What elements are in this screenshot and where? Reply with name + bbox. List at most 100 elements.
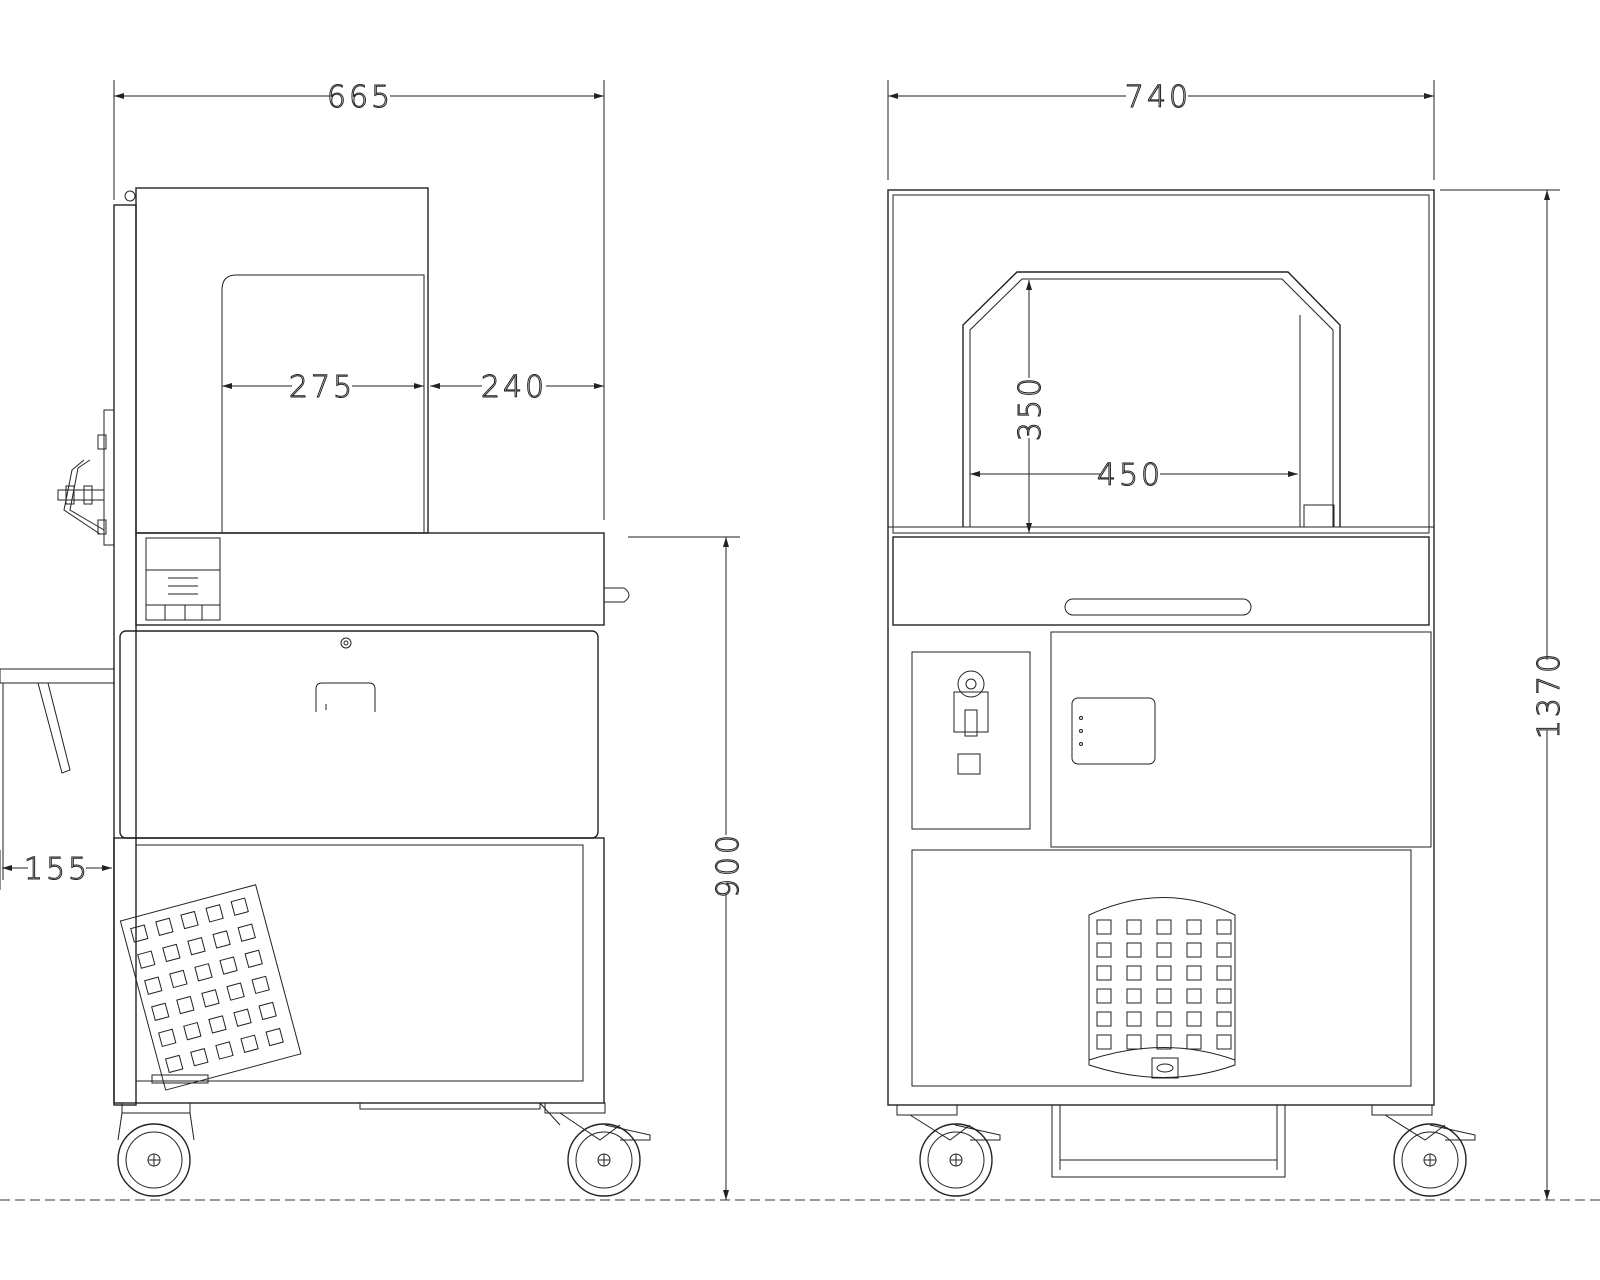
basket-hole — [1216, 965, 1232, 981]
side-lower-frame — [113, 837, 605, 1104]
basket-hole — [190, 1048, 209, 1067]
basket-hole — [205, 904, 224, 923]
basket-hole — [258, 1001, 277, 1021]
basket-hole — [233, 1008, 252, 1027]
side-foot-bar — [359, 1102, 541, 1110]
dim-table-height: 900 — [711, 832, 746, 898]
dim-front-offset: 240 — [481, 370, 547, 405]
side-recess-handle — [315, 682, 376, 712]
side-wheel-back — [117, 1102, 195, 1197]
dim-opening-depth: 275 — [289, 370, 355, 405]
side-basket — [119, 884, 302, 1091]
front-drawer-handle — [1064, 598, 1252, 616]
front-label-plate — [957, 753, 981, 775]
front-pedal-frame — [1051, 1104, 1286, 1178]
front-main-switch — [953, 691, 989, 733]
basket-hole — [226, 982, 245, 1001]
dim-shelf-projection: 155 — [24, 852, 90, 887]
basket-hole — [1156, 1011, 1172, 1027]
basket-hole — [1126, 1011, 1142, 1027]
basket-hole — [169, 969, 188, 989]
basket-hole — [219, 956, 238, 975]
front-upper-housing — [892, 194, 1430, 534]
side-eyelet — [124, 190, 136, 202]
front-frame — [887, 189, 1435, 1106]
side-upper-housing — [135, 187, 429, 534]
side-shelf-table — [0, 668, 115, 684]
basket-hole — [1216, 919, 1232, 935]
dim-total-height: 1370 — [1532, 651, 1567, 739]
front-view — [887, 189, 1476, 1197]
side-clamp-bracket — [57, 409, 115, 546]
basket-hole — [130, 924, 149, 943]
basket-hole — [230, 897, 249, 916]
basket-hole — [1186, 919, 1202, 935]
basket-hole — [183, 1021, 202, 1041]
basket-hole — [187, 936, 206, 956]
front-drawer — [892, 536, 1430, 626]
basket-hole — [1156, 965, 1172, 981]
basket-hole — [1186, 1011, 1202, 1027]
basket-hole — [1216, 1011, 1232, 1027]
basket-hole — [1126, 988, 1142, 1004]
front-display-panel — [1071, 697, 1156, 765]
basket-hole — [144, 976, 163, 995]
basket-hole — [1186, 942, 1202, 958]
side-middle-cabinet — [119, 630, 599, 839]
basket-hole — [237, 923, 256, 942]
basket-hole — [180, 910, 199, 930]
basket-hole — [1096, 1034, 1112, 1050]
basket-hole — [1216, 1034, 1232, 1050]
dim-front-width: 740 — [1125, 80, 1191, 115]
front-electrical-door — [1050, 631, 1432, 848]
side-shelf-support — [37, 682, 71, 774]
basket-hole — [1126, 919, 1142, 935]
basket-hole — [1186, 988, 1202, 1004]
basket-hole — [151, 1002, 170, 1021]
dimension-lines — [0, 80, 1560, 1200]
basket-hole — [155, 917, 174, 937]
basket-hole — [1096, 1011, 1112, 1027]
basket-hole — [137, 950, 156, 969]
basket-hole — [251, 975, 270, 995]
basket-hole — [1186, 1034, 1202, 1050]
basket-hole — [158, 1028, 177, 1048]
basket-hole — [201, 989, 220, 1008]
basket-hole — [1186, 965, 1202, 981]
basket-hole — [1096, 965, 1112, 981]
dimension-labels: 665 740 275 240 450 350 900 1370 155 — [23, 80, 1567, 899]
basket-hole — [1096, 942, 1112, 958]
basket-hole — [1216, 942, 1232, 958]
basket-hole — [1156, 1034, 1172, 1050]
side-handle — [604, 587, 630, 603]
basket-hole — [1096, 988, 1112, 1004]
dim-opening-width: 450 — [1097, 458, 1163, 493]
dim-side-width: 665 — [327, 80, 393, 115]
basket-hole — [265, 1027, 284, 1047]
basket-hole — [165, 1054, 184, 1074]
basket-hole — [176, 995, 195, 1015]
basket-hole — [1126, 1034, 1142, 1050]
basket-hole — [1156, 942, 1172, 958]
side-table-block — [135, 532, 605, 626]
basket-hole — [1156, 988, 1172, 1004]
basket-hole — [244, 949, 263, 968]
front-arch — [962, 271, 1341, 527]
basket-hole — [1126, 942, 1142, 958]
side-control-box — [145, 537, 221, 621]
front-wheel-left — [896, 1104, 1001, 1197]
side-view — [0, 187, 651, 1197]
front-strap-guide — [1303, 504, 1335, 528]
basket-hole — [1216, 988, 1232, 1004]
front-wheel-right — [1371, 1104, 1476, 1197]
basket-hole — [240, 1034, 259, 1053]
basket-hole — [194, 963, 213, 982]
basket-hole — [1096, 919, 1112, 935]
basket-hole — [1126, 965, 1142, 981]
basket-hole — [208, 1015, 227, 1034]
front-lower-compartment — [911, 849, 1412, 1087]
side-back-upright — [113, 204, 137, 1106]
side-keyhole — [340, 637, 352, 649]
basket-hole — [1156, 919, 1172, 935]
